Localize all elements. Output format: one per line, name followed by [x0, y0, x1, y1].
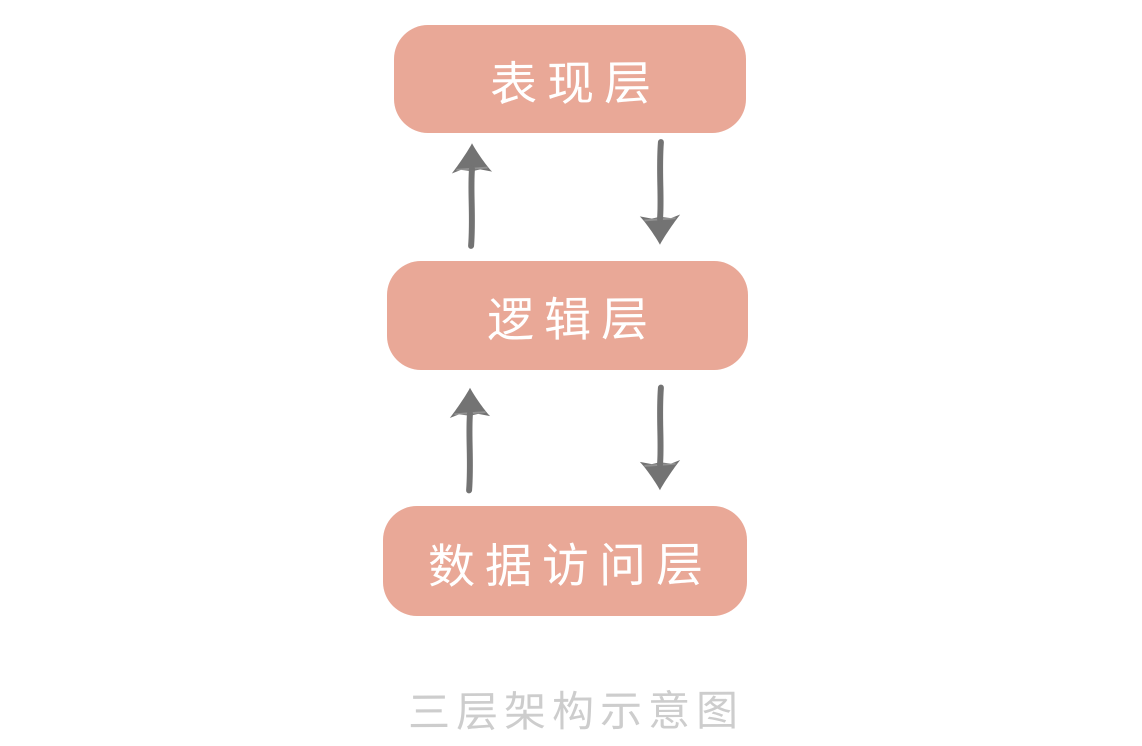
layer-box-presentation: 表现层	[394, 25, 746, 133]
layer-label-logic: 逻辑层	[486, 292, 659, 349]
layer-box-logic: 逻辑层	[387, 261, 748, 370]
down-arrow-icon	[638, 136, 682, 249]
diagram-caption: 三层架构示意图	[407, 686, 745, 737]
down-arrow-icon	[638, 381, 682, 495]
layer-label-data-access: 数据访问层	[427, 537, 713, 595]
layer-box-data-access: 数据访问层	[383, 506, 747, 616]
up-arrow-icon	[448, 383, 492, 497]
layer-label-presentation: 表现层	[489, 55, 661, 113]
up-arrow-icon	[450, 139, 494, 252]
